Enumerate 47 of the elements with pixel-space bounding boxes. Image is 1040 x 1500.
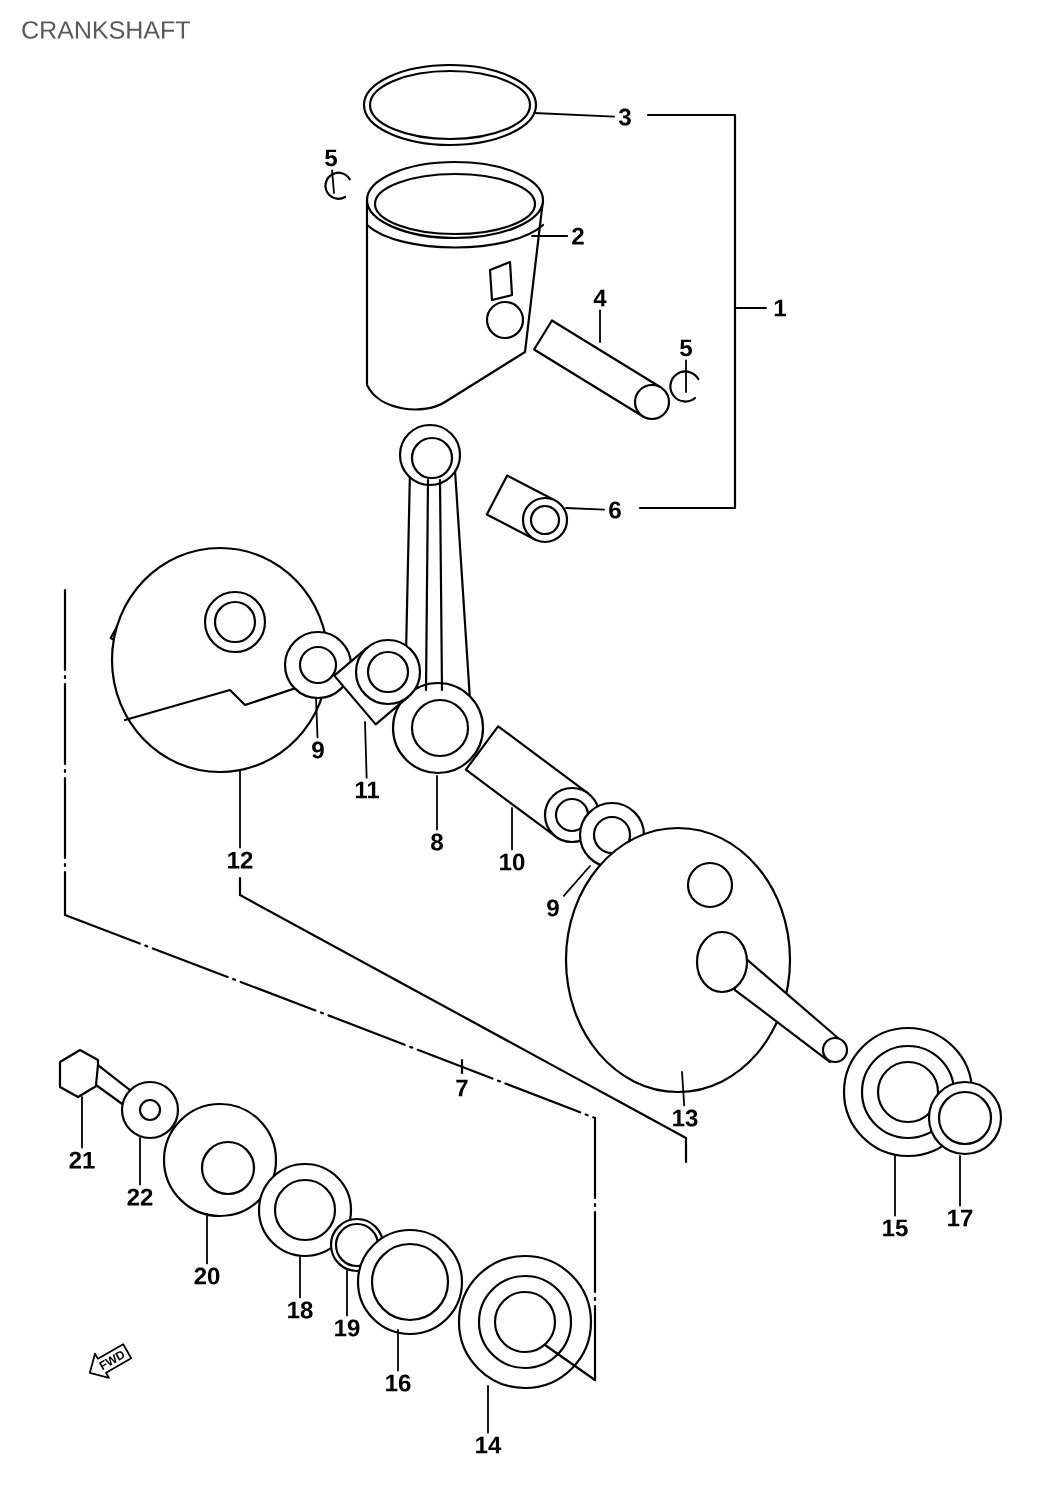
callout-number: 18 <box>288 1301 313 1319</box>
leader-line <box>487 1385 489 1434</box>
leader-line <box>206 1213 208 1265</box>
leader-line <box>599 309 601 343</box>
callout-number: 5 <box>325 149 337 167</box>
callout-number: 12 <box>228 851 253 869</box>
leader-line <box>299 1255 301 1299</box>
callout-number: 11 <box>355 781 379 799</box>
callout-number: 10 <box>500 853 525 871</box>
leader-line <box>681 1071 686 1107</box>
callout-number: 2 <box>572 227 584 245</box>
leader-line <box>959 1155 961 1207</box>
leader-line <box>346 1270 348 1317</box>
callout-number: 22 <box>127 1188 153 1206</box>
callout-number: 6 <box>609 501 621 519</box>
callout-number: 1 <box>774 299 786 317</box>
leader-line <box>81 1096 83 1149</box>
callout-number: 7 <box>456 1079 468 1097</box>
leader-line <box>894 1155 896 1217</box>
callout-number: 21 <box>69 1151 95 1169</box>
leader-line <box>511 807 513 851</box>
leader-line <box>531 235 569 237</box>
leader-line <box>533 112 616 118</box>
title: CRANKSHAFT <box>22 21 190 39</box>
leader-line <box>139 1137 141 1186</box>
callout-number: 13 <box>673 1109 698 1127</box>
callout-number: 14 <box>476 1436 502 1454</box>
leader-line <box>562 865 591 897</box>
leader-line <box>565 507 606 511</box>
leader-line <box>685 359 687 393</box>
leader-line <box>364 721 368 779</box>
callout-number: 20 <box>194 1267 220 1285</box>
callout-number: 19 <box>335 1319 360 1337</box>
leader-line <box>331 169 335 194</box>
callout-number: 5 <box>680 339 692 357</box>
callout-number: 3 <box>618 108 631 126</box>
callout-number: 9 <box>312 741 324 759</box>
leader-line <box>397 1329 399 1372</box>
leader-line <box>239 769 241 849</box>
callout-number: 8 <box>431 833 443 851</box>
callout-number: 15 <box>883 1219 908 1237</box>
callout-number: 9 <box>547 899 559 917</box>
leader-line <box>315 697 319 739</box>
callout-number: 16 <box>386 1374 411 1392</box>
callout-number: 17 <box>948 1209 973 1227</box>
leader-line <box>436 775 438 831</box>
callout-number: 4 <box>593 289 607 307</box>
